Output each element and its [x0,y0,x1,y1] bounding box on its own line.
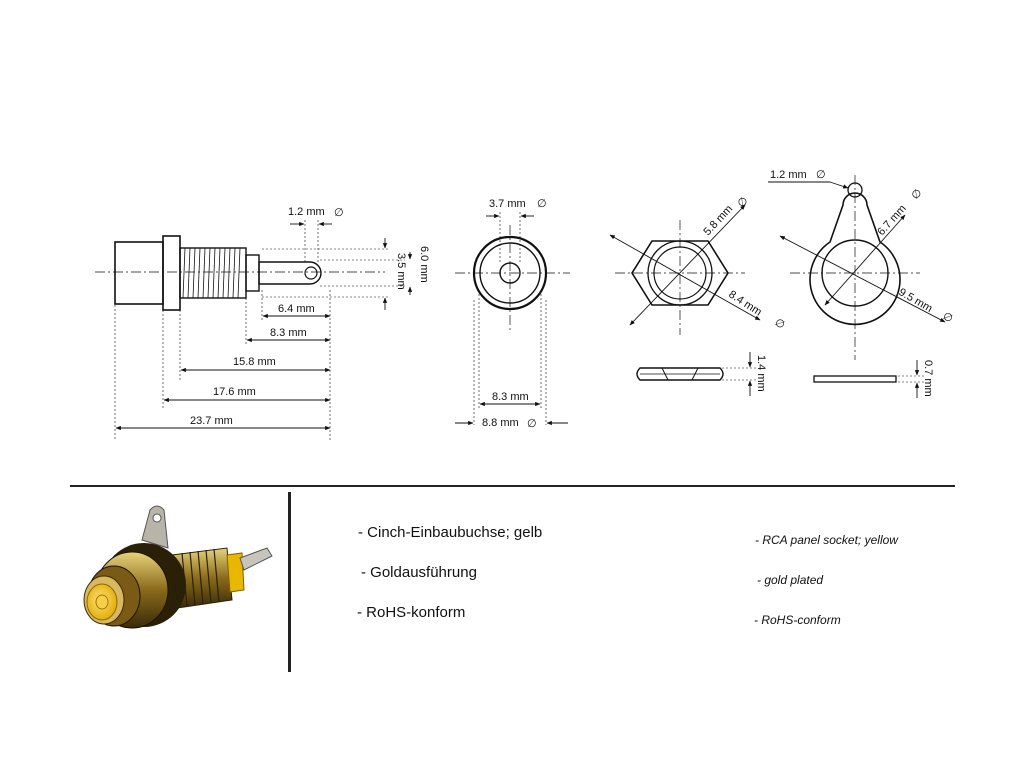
tab-hole [304,266,318,280]
technical-drawing: 1.2 mm ∅ 6.0 mm 3.5 mm 6.4 mm 8.3 mm 15.… [95,169,955,440]
front-body [114,241,164,305]
label-inner-dia: 3.5 mm [395,253,407,290]
label-nut-thickness: 1.4 mm [755,355,767,392]
label-center-dia: 3.7 mm [489,198,526,210]
label-face-dia: 8.3 mm [492,391,529,403]
washer-view [768,175,946,398]
washer-profile [813,375,897,383]
nut-labels: 5.8 mm ∅ 8.4 mm ∅ 1.4 mm [701,195,787,392]
vertical-divider [288,492,291,672]
label-thread-len: 15.8 mm [233,356,276,368]
label-washer-hole: 1.2 mm [770,169,807,181]
dia-symbol: ∅ [527,418,537,430]
solder-tab [258,261,322,285]
label-body-len: 17.6 mm [213,386,256,398]
label-washer-inner: 6.7 mm [875,203,908,238]
side-view [95,220,413,440]
label-outer-dia: 6.0 mm [418,246,430,283]
front-outer-ring [472,235,548,311]
label-tab-len: 6.4 mm [278,303,315,315]
de-item-rohs: - RoHS-konform [357,604,466,621]
dia-symbol: ∅ [772,316,787,331]
dia-symbol: ∅ [334,207,344,219]
thread-lines [182,247,241,299]
side-labels: 1.2 mm ∅ 6.0 mm 3.5 mm 6.4 mm 8.3 mm 15.… [190,206,430,427]
en-item-gold: - gold plated [757,573,824,587]
label-outer-dia-front: 8.8 mm [482,417,519,429]
washer-labels: 1.2 mm ∅ 6.7 mm ∅ 9.5 mm ∅ 0.7 mm [770,169,955,397]
front-labels: 3.7 mm ∅ 8.3 mm 8.8 mm ∅ [482,198,547,430]
flange [162,235,181,311]
label-pin-hole: 1.2 mm [288,206,325,218]
label-nut-flats: 8.4 mm [726,288,763,318]
de-item-socket: - Cinch-Einbaubuchse; gelb [358,524,543,541]
dimension-arrows [115,221,413,431]
front-center [499,262,521,284]
nut-profile [636,367,724,381]
dia-symbol: ∅ [941,310,955,325]
dia-symbol: ∅ [735,195,750,210]
dia-symbol: ∅ [537,198,547,210]
en-item-socket: - RCA panel socket; yellow [755,533,898,547]
label-washer-thickness: 0.7 mm [922,360,934,397]
front-face [479,242,541,304]
front-view [455,212,570,426]
label-total-len: 23.7 mm [190,415,233,427]
label-washer-outer: 9.5 mm [897,286,935,315]
horizontal-divider [70,485,955,487]
label-tab-total: 8.3 mm [270,327,307,339]
nut-view [609,204,761,396]
step [245,254,260,292]
dia-symbol: ∅ [909,187,924,202]
extension-lines [114,220,405,440]
en-item-rohs: - RoHS-conform [754,613,841,627]
dia-symbol: ∅ [816,169,826,181]
de-item-gold: - Goldausführung [361,564,477,581]
product-photo [83,505,273,629]
